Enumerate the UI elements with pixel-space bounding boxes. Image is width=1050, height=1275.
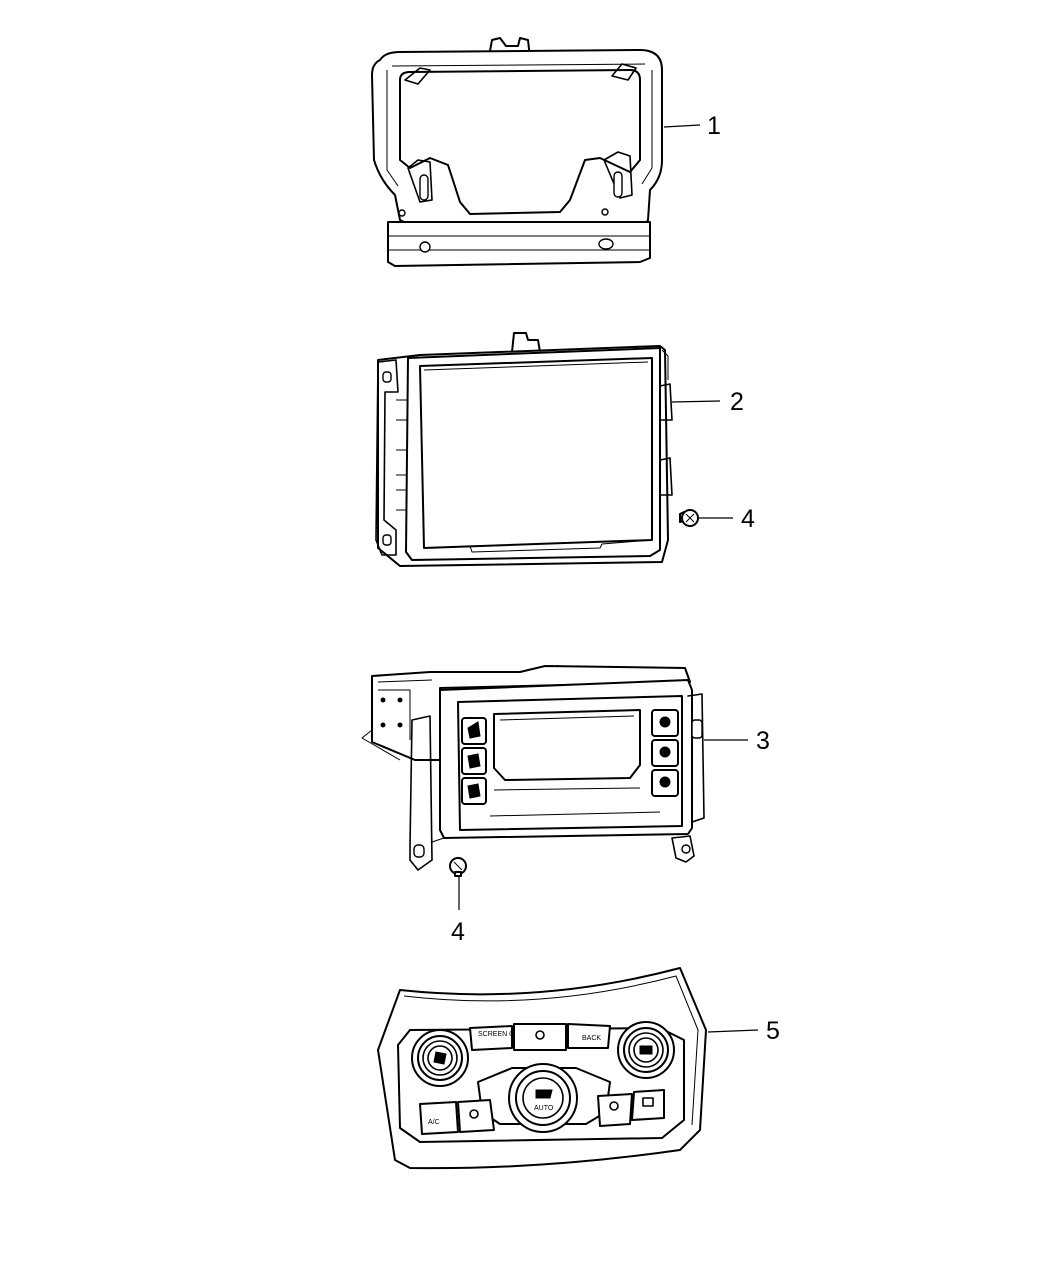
radio-right-buttons <box>651 709 679 797</box>
right-knob <box>617 1021 675 1079</box>
screw-part-4-lower <box>449 857 467 877</box>
ac-label: A/C <box>428 1119 440 1126</box>
callout-3: 3 <box>756 727 770 755</box>
climate-control-panel-part-5: SCREEN OFF BACK A <box>377 967 707 1170</box>
callouts: 1 2 4 3 4 5 <box>451 112 780 1045</box>
callout-2: 2 <box>730 388 744 416</box>
radio-left-buttons <box>461 717 487 805</box>
display-screen-part-2 <box>375 332 673 567</box>
radio-module-part-3 <box>361 665 705 871</box>
callout-1: 1 <box>707 112 721 140</box>
left-knob <box>411 1029 469 1087</box>
callout-4-upper: 4 <box>741 505 755 533</box>
back-label: BACK <box>582 1035 601 1042</box>
top-button-row: SCREEN OFF BACK <box>469 1023 611 1051</box>
bottom-button-row: A/C <box>419 1089 665 1135</box>
mounting-bracket-part-1 <box>371 37 663 267</box>
callout-5: 5 <box>766 1017 780 1045</box>
auto-label: AUTO <box>534 1105 554 1112</box>
center-knob: AUTO <box>477 1063 611 1133</box>
screw-part-4-upper <box>679 509 699 527</box>
screen-off-label: SCREEN OFF <box>478 1031 523 1038</box>
callout-4-lower: 4 <box>451 918 465 946</box>
